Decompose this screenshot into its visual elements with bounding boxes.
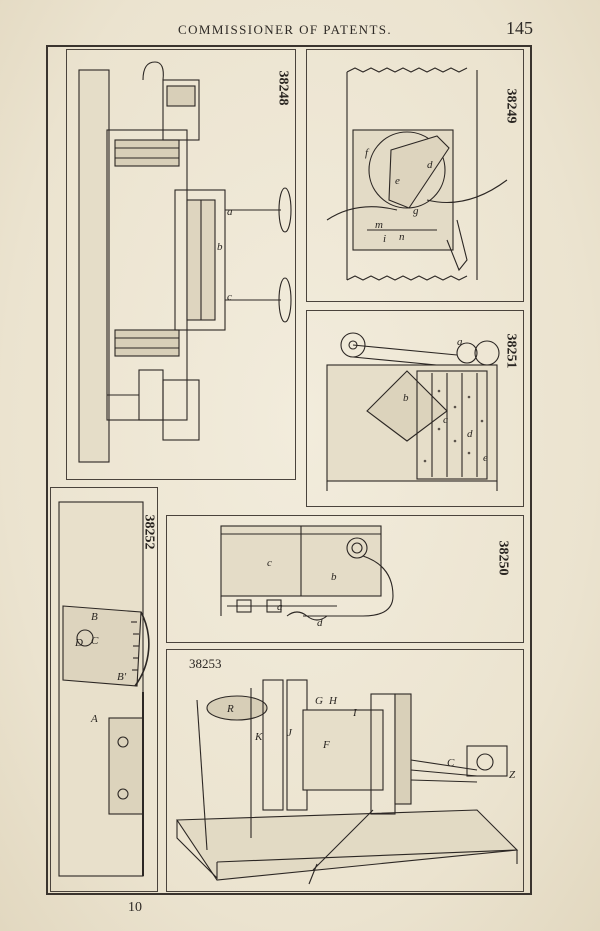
figure-38253-label: R: [226, 703, 234, 715]
figure-38249-label: m: [375, 219, 383, 231]
figure-38252-label: A: [90, 713, 98, 725]
figure-38253-label: J: [287, 727, 293, 739]
figure-38253: 38253 R G H I K J F C Z: [166, 649, 524, 892]
figure-number-38250: 38250: [495, 540, 511, 576]
figure-38249-drawing: f e g m n i d: [326, 67, 508, 281]
figure-38252: B C D B' A 38252: [50, 487, 158, 892]
figure-38251-label: b: [403, 392, 409, 404]
figure-38248-label: b: [217, 241, 223, 253]
figure-38250-label: c: [267, 557, 272, 569]
running-title: COMMISSIONER OF PATENTS.: [178, 22, 393, 37]
figure-38252-label: B: [91, 611, 98, 623]
figure-38249-label: n: [399, 231, 405, 243]
figure-number-38253: 38253: [189, 656, 222, 671]
figure-38253-label: C: [447, 757, 455, 769]
figure-38249-label: e: [395, 175, 400, 187]
figure-38253-drawing: 38253 R G H I K J F C Z: [175, 656, 519, 885]
figure-38251-label: e: [483, 452, 488, 464]
figure-38253-label: H: [328, 695, 338, 707]
figure-38251-label: c: [443, 414, 448, 426]
figure-38248: a b c 38248: [66, 49, 296, 480]
figure-38248-drawing: a b c: [78, 61, 292, 463]
figure-number-38252: 38252: [141, 514, 157, 550]
figure-38249-label: d: [427, 159, 433, 171]
figure-number-38249: 38249: [503, 88, 519, 124]
figure-38253-label: I: [352, 707, 358, 719]
figure-38248-label: a: [227, 206, 233, 218]
page-header: COMMISSIONER OF PATENTS. 145: [0, 18, 600, 44]
figure-38253-label: Z: [509, 769, 516, 781]
plate-frame: a b c 38248: [46, 45, 532, 895]
page-number: 145: [506, 18, 533, 38]
figure-38250-label: d: [317, 617, 323, 629]
figure-38248-label: c: [227, 291, 232, 303]
figure-38249: f e g m n i d 38249: [306, 49, 524, 302]
figure-38249-label: g: [413, 205, 419, 217]
figure-38252-label: B': [117, 671, 127, 683]
figure-38250: c b a d 38250: [166, 515, 524, 643]
figure-38250-label: a: [277, 601, 283, 613]
figure-38253-label: K: [254, 731, 263, 743]
figure-38252-label: C: [91, 635, 99, 647]
figure-38251-label: d: [467, 428, 473, 440]
figure-38253-label: G: [315, 695, 323, 707]
figure-38250-drawing: c b a d: [220, 525, 394, 629]
figure-38249-label: f: [365, 147, 370, 159]
figure-38251: a b c d e 38251: [306, 310, 524, 507]
signature-mark: 10: [128, 900, 142, 915]
figure-38251-label: a: [457, 336, 463, 348]
figure-number-38248: 38248: [275, 70, 291, 106]
figure-38251-drawing: a b c d e: [326, 332, 500, 491]
figure-38253-label: F: [322, 739, 330, 751]
figure-38250-label: b: [331, 571, 337, 583]
figure-38252-drawing: B C D B' A: [58, 501, 150, 877]
figure-number-38251: 38251: [503, 333, 519, 369]
figure-38252-label: D: [74, 637, 83, 649]
figure-38249-label: i: [383, 233, 386, 245]
